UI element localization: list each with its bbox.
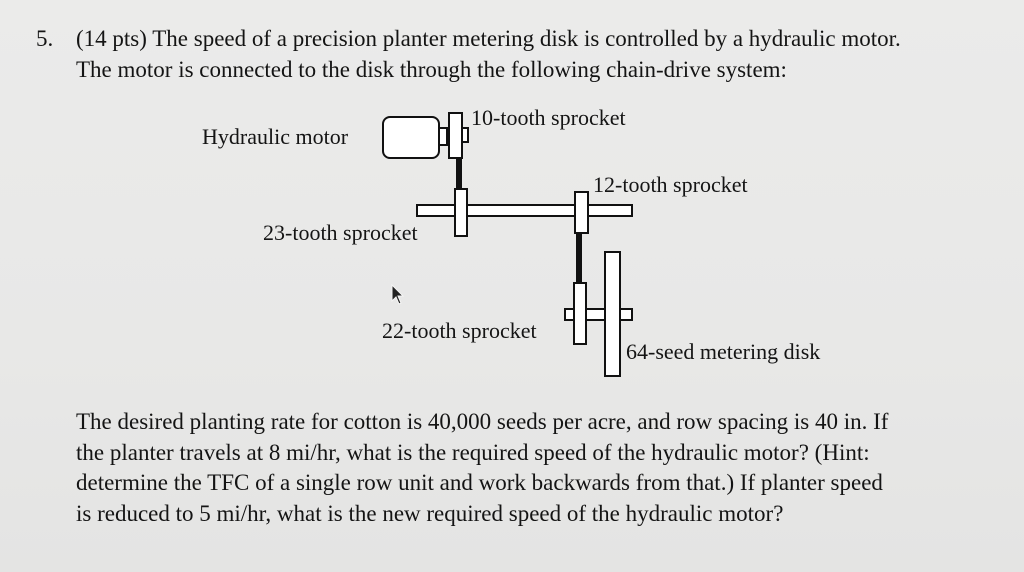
lower-shaft xyxy=(564,308,633,321)
intro-line: The motor is connected to the disk throu… xyxy=(76,56,787,82)
problem-line: The desired planting rate for cotton is … xyxy=(76,409,889,434)
label-22-tooth-sprocket: 22-tooth sprocket xyxy=(382,318,537,343)
label-12-tooth-sprocket: 12-tooth sprocket xyxy=(593,172,748,197)
question-number: 5. xyxy=(36,26,54,51)
hydraulic-motor-body xyxy=(382,116,440,159)
sprocket-12-tooth xyxy=(574,191,589,234)
label-23-tooth-sprocket: 23-tooth sprocket xyxy=(263,220,418,245)
question-intro: (14 pts) The speed of a precision plante… xyxy=(76,24,901,85)
upper-shaft xyxy=(416,204,633,217)
sprocket-10-hub xyxy=(461,127,469,143)
label-metering-disk: 64-seed metering disk xyxy=(626,339,821,364)
problem-line: the planter travels at 8 mi/hr, what is … xyxy=(76,439,870,465)
problem-line: is reduced to 5 mi/hr, what is the new r… xyxy=(76,500,784,526)
sprocket-23-tooth xyxy=(454,188,468,237)
sprocket-22-tooth xyxy=(573,282,587,345)
label-hydraulic-motor: Hydraulic motor xyxy=(202,124,349,149)
intro-line: (14 pts) The speed of a precision plante… xyxy=(76,26,901,51)
mouse-pointer-icon xyxy=(391,284,405,305)
sprocket-10-tooth xyxy=(448,112,463,159)
problem-statement: The desired planting rate for cotton is … xyxy=(76,407,888,529)
label-10-tooth-sprocket: 10-tooth sprocket xyxy=(471,105,626,130)
motor-coupling xyxy=(438,127,448,146)
problem-line: determine the TFC of a single row unit a… xyxy=(76,470,883,495)
metering-disk xyxy=(604,251,621,377)
